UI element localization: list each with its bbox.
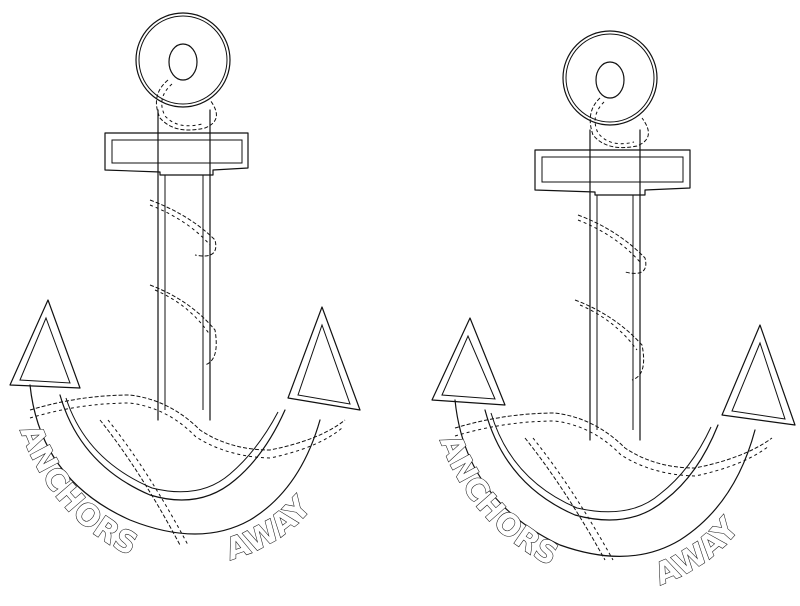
anchor-left: ANCHORS AWAY [9, 12, 361, 568]
anchor-fluke-left [431, 317, 506, 406]
anchor-arms [29, 384, 321, 535]
anchor-fluke-right [287, 306, 361, 411]
anchor-caption-right: AWAY [221, 489, 319, 568]
anchor-ring [135, 12, 231, 108]
anchor-caption-left: ANCHORS [432, 430, 564, 574]
anchor-shank [589, 129, 641, 441]
anchor-fluke-left [9, 299, 81, 389]
anchor-caption-right: AWAY [650, 510, 747, 592]
anchor-stock [534, 149, 691, 196]
anchor-rope [29, 79, 346, 546]
anchor-right: ANCHORS AWAY [431, 30, 796, 593]
anchor-rope [454, 97, 773, 561]
anchor-shank [157, 109, 211, 421]
anchor-stock [104, 132, 249, 176]
anchor-ring [562, 30, 658, 126]
anchor-fluke-right [721, 324, 796, 426]
